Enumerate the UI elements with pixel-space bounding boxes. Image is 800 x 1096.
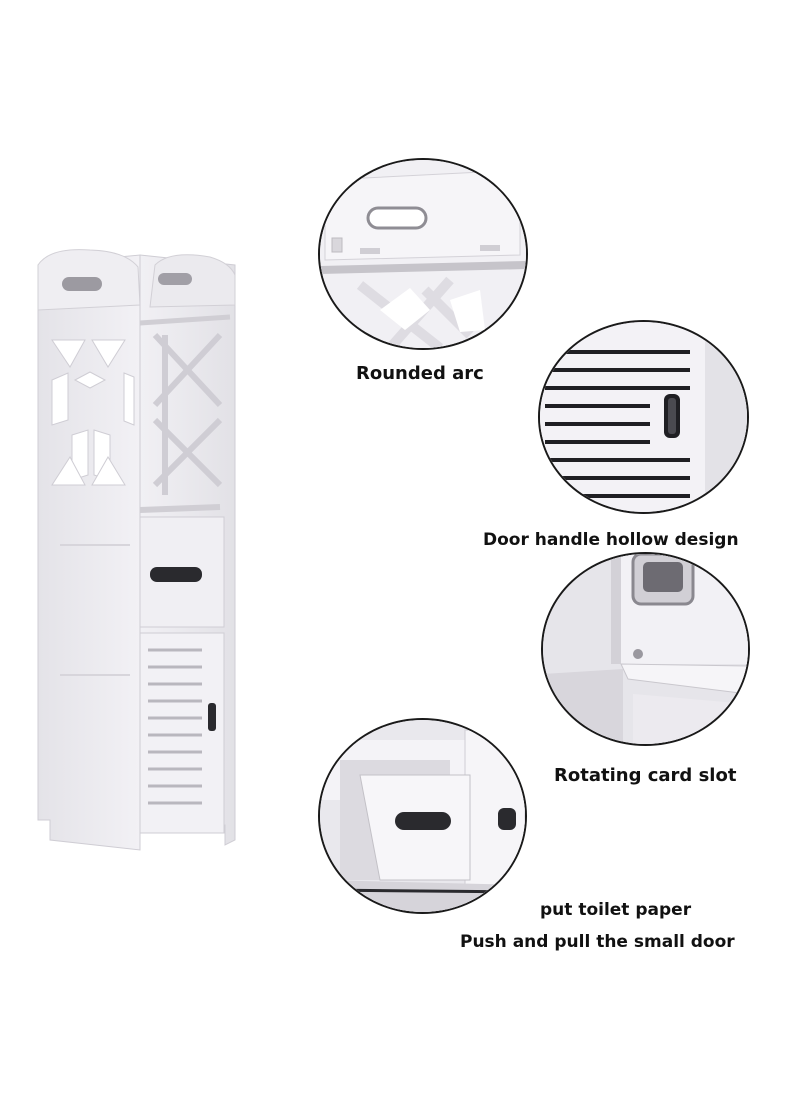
rotating-slot-caption: Rotating card slot [554,765,737,786]
rounded-arc-detail-image [318,158,528,350]
rounded-arc-caption: Rounded arc [356,363,484,384]
door-handle-caption: Door handle hollow design [483,530,739,550]
door-handle-detail-image [538,320,749,514]
toilet-paper-caption: put toilet paper [540,900,692,920]
cabinet-product-image [30,245,245,870]
push-pull-caption: Push and pull the small door [460,932,735,952]
rotating-slot-detail-image [541,552,750,746]
toilet-paper-drawer-detail-image [318,718,527,914]
